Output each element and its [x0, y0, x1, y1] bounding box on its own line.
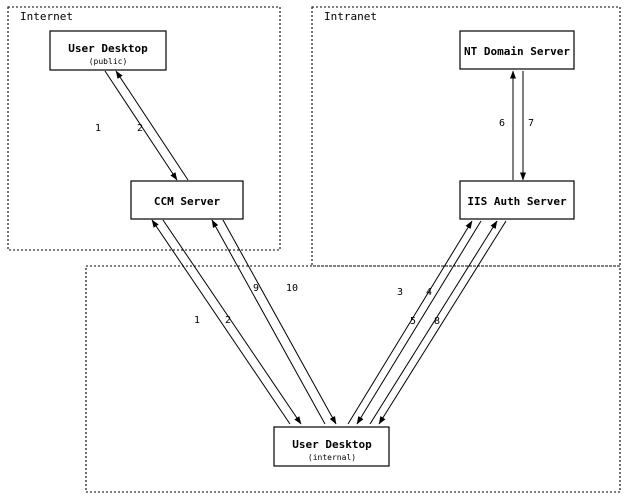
node-user-desktop-internal-box[interactable] — [273, 426, 390, 467]
edge-label-8: 8 — [434, 316, 440, 327]
edge-line-2-ccm-to-internal — [162, 219, 302, 425]
edge-line-1-internal-to-ccm — [151, 219, 291, 425]
node-user-desktop-internal-title: User Desktop — [292, 438, 372, 451]
edge-line-10-ccm-to-internal — [222, 219, 337, 425]
node-iis-auth-server-box[interactable] — [459, 180, 575, 220]
node-user-desktop-public[interactable]: User Desktop (public) — [49, 30, 167, 71]
edge-label-2-public: 2 — [137, 123, 143, 134]
edge-line-8-internal-to-iis — [369, 220, 498, 425]
edge-label-4: 4 — [426, 287, 432, 298]
edge-line-3-iis-to-internal — [356, 220, 482, 425]
node-iis-auth-server[interactable]: IIS Auth Server — [459, 180, 575, 220]
zone-internet-label: Internet — [20, 10, 73, 23]
zone-internet-box — [7, 6, 281, 251]
edge-iis-nt-domain — [510, 70, 526, 181]
node-ccm-server[interactable]: CCM Server — [130, 180, 244, 220]
node-nt-domain-server-title: NT Domain Server — [464, 45, 570, 58]
edge-internal-desktop-ccm — [151, 219, 302, 425]
node-iis-auth-server-title: IIS Auth Server — [467, 195, 567, 208]
node-user-desktop-internal-subtitle: (internal) — [308, 453, 356, 462]
edge-label-7: 7 — [528, 118, 534, 129]
zone-intranet-label: Intranet — [324, 10, 377, 23]
edge-line-9-internal-to-ccm — [211, 219, 326, 425]
edge-line-5-iis-to-internal — [378, 220, 507, 425]
edge-label-10: 10 — [286, 283, 298, 294]
edge-line-4-internal-to-iis — [347, 220, 473, 425]
edge-label-1-public: 1 — [95, 123, 101, 134]
edge-line-2-ccm-to-public — [115, 70, 189, 181]
node-ccm-server-title: CCM Server — [154, 195, 221, 208]
edge-public-desktop-ccm — [104, 70, 189, 181]
node-user-desktop-internal[interactable]: User Desktop (internal) — [273, 426, 390, 467]
node-nt-domain-server-box[interactable] — [459, 30, 575, 70]
node-ccm-server-box[interactable] — [130, 180, 244, 220]
node-nt-domain-server[interactable]: NT Domain Server — [459, 30, 575, 70]
edge-internal-desktop-iis-5-8 — [369, 220, 507, 425]
edge-label-2-internal: 2 — [225, 315, 231, 326]
edge-label-5: 5 — [410, 316, 416, 327]
edge-label-3: 3 — [397, 287, 403, 298]
edge-label-6: 6 — [499, 118, 505, 129]
node-user-desktop-public-subtitle: (public) — [89, 57, 128, 66]
edge-label-9: 9 — [253, 283, 259, 294]
edge-internal-desktop-iis-3-4 — [347, 220, 482, 425]
edge-label-1-internal: 1 — [194, 315, 200, 326]
edge-ccm-internal-desktop-9-10 — [211, 219, 337, 425]
edge-line-1-public-to-ccm — [104, 70, 178, 181]
node-user-desktop-public-box[interactable] — [49, 30, 167, 71]
node-user-desktop-public-title: User Desktop — [68, 42, 148, 55]
